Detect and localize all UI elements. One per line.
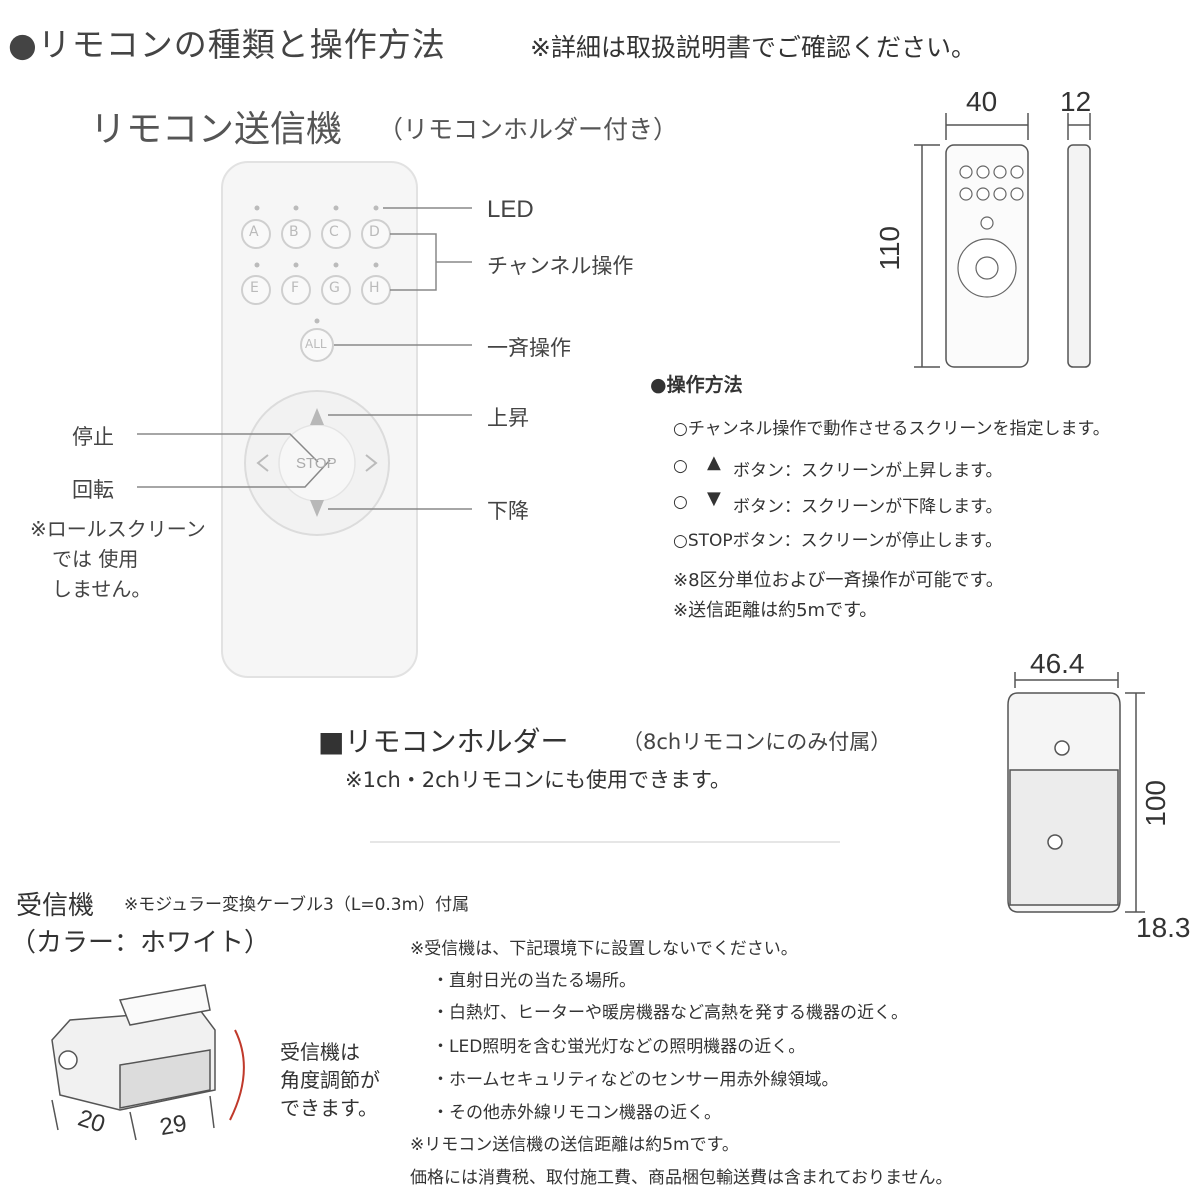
- receiver-dim-b: 29: [157, 1109, 189, 1142]
- button-b: B: [289, 224, 299, 240]
- label-up: 上昇: [487, 406, 529, 430]
- install-note-4: ・ホームセキュリティなどのセンサー用赤外線領域。: [432, 1070, 839, 1090]
- label-rotate: 回転: [72, 478, 114, 502]
- install-note-6: ※リモコン送信機の送信距離は約5mです。: [410, 1135, 739, 1155]
- receiver-cable-note: ※モジュラー変換ケーブル3（L=0.3m）付属: [124, 895, 470, 915]
- up-button-icon: ▲: [707, 452, 721, 473]
- remote-title-sub: （リモコンホルダー付き）: [378, 115, 679, 144]
- rotate-right-icon: [365, 454, 378, 472]
- install-note-2: ・白熱灯、ヒーターや暖房機器など高熱を発する機器の近く。: [432, 1003, 908, 1023]
- install-note-3: ・LED照明を含む蛍光灯などの照明機器の近く。: [432, 1037, 806, 1057]
- button-f: F: [291, 280, 300, 296]
- receiver-angle-note-1: 受信機は: [280, 1040, 360, 1064]
- holder-title: ■リモコンホルダー: [318, 725, 569, 758]
- rotate-arrow-icon: [229, 1029, 245, 1121]
- holder-title-sub: （8chリモコンにのみ付属）: [622, 730, 892, 754]
- page-note: ※詳細は取扱説明書でご確認ください。: [530, 33, 976, 62]
- operation-item-down: ボタン：スクリーンが下降します。: [733, 497, 1003, 517]
- receiver-color: （カラー：ホワイト）: [10, 928, 271, 958]
- remote-title: リモコン送信機: [90, 109, 343, 150]
- down-arrow-icon: [310, 500, 324, 517]
- up-arrow-icon: [310, 408, 324, 425]
- label-channel: チャンネル操作: [487, 254, 634, 278]
- button-d: D: [369, 224, 380, 240]
- install-note-7: 価格には消費税、取付施工費、商品梱包輸送費は含まれておりません。: [410, 1168, 953, 1188]
- remote-side-view: [1067, 113, 1091, 368]
- remote-front-buttons: [957, 165, 1024, 298]
- holder-drawing: [1007, 672, 1145, 913]
- operation-title: ●操作方法: [650, 374, 743, 396]
- stop-button: STOP: [296, 455, 337, 472]
- operation-note-2: ※送信距離は約5mです。: [673, 600, 878, 621]
- button-e: E: [250, 280, 259, 296]
- label-down: 下降: [487, 499, 529, 523]
- all-button: ALL: [305, 337, 327, 351]
- rotate-note-2: では 使用: [52, 547, 139, 571]
- button-h: H: [369, 280, 380, 296]
- receiver-drawing: [51, 984, 245, 1141]
- install-note-1: ・直射日光の当たる場所。: [432, 971, 636, 991]
- operation-item-up: ボタン：スクリーンが上昇します。: [733, 461, 1003, 481]
- leader-lines: [137, 207, 472, 510]
- holder-dim-depth: 18.3: [1136, 912, 1191, 943]
- button-c: C: [329, 224, 339, 240]
- dim-width: 40: [966, 86, 998, 117]
- holder-note: ※1ch・2chリモコンにも使用できます。: [345, 768, 731, 792]
- page-title: ●リモコンの種類と操作方法: [8, 25, 446, 64]
- operation-item-stop: ○STOPボタン：スクリーンが停止します。: [673, 531, 1003, 551]
- rotate-note-3: しません。: [52, 577, 152, 601]
- button-a: A: [249, 224, 259, 240]
- down-button-icon: ▼: [707, 488, 721, 509]
- dim-height: 110: [874, 226, 905, 271]
- label-led: LED: [487, 196, 534, 223]
- button-g: G: [329, 280, 340, 296]
- rotate-left-icon: [256, 454, 269, 472]
- receiver-angle-note-3: できます。: [280, 1096, 378, 1120]
- remote-front-view: [914, 113, 1029, 368]
- operation-item-channel: ○チャンネル操作で動作させるスクリーンを指定します。: [673, 419, 1110, 439]
- operation-item-up-bullet: ○: [673, 456, 688, 476]
- receiver-title: 受信機: [16, 891, 95, 921]
- operation-note-1: ※8区分単位および一斉操作が可能です。: [673, 570, 1004, 591]
- dim-depth: 12: [1060, 86, 1092, 117]
- receiver-angle-note-2: 角度調節が: [280, 1068, 380, 1092]
- holder-dim-height: 100: [1140, 780, 1171, 827]
- channel-buttons: [241, 219, 391, 362]
- install-note-0: ※受信機は、下記環境下に設置しないでください。: [410, 939, 798, 959]
- rotate-note-1: ※ロールスクリーン: [30, 517, 206, 541]
- holder-dim-width: 46.4: [1030, 648, 1085, 679]
- label-all: 一斉操作: [487, 336, 571, 360]
- install-note-5: ・その他赤外線リモコン機器の近く。: [432, 1103, 721, 1123]
- label-stop: 停止: [72, 425, 114, 449]
- operation-item-down-bullet: ○: [673, 492, 688, 512]
- led-dots: [254, 205, 379, 324]
